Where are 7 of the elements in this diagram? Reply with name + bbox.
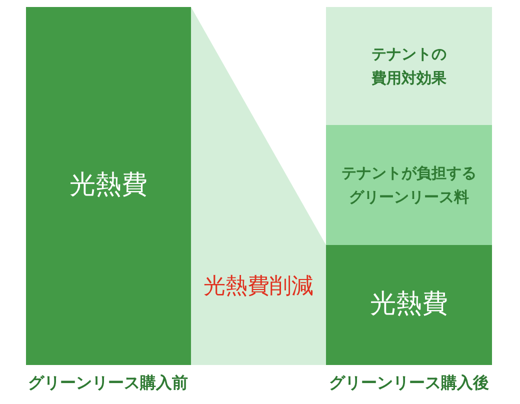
bar-segment: テナントが負担するグリーンリース料	[326, 125, 492, 245]
column-label: グリーンリース購入前	[28, 373, 188, 394]
column-label: グリーンリース購入後	[329, 373, 489, 394]
wedge-label: 光熱費削減	[202, 273, 314, 301]
bar-segment: 光熱費	[326, 245, 492, 365]
bar: 光熱費	[26, 7, 191, 365]
bar-segment: テナントの費用対効果	[326, 7, 492, 125]
